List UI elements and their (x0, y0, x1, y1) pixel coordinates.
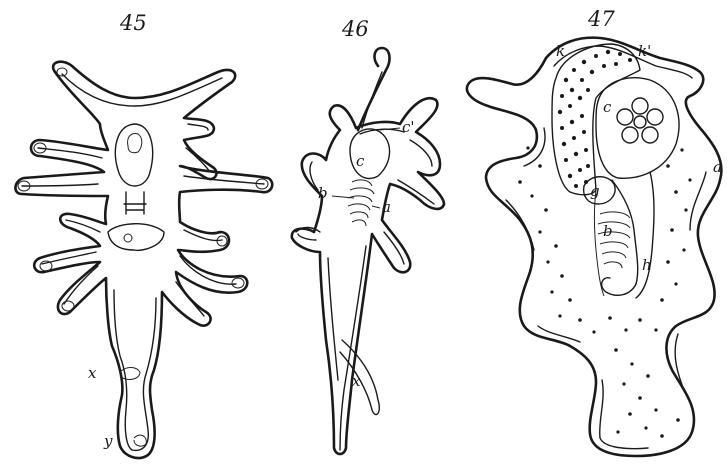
fig46-label-x: x (352, 372, 361, 390)
fig47-label-k-prime: k' (638, 42, 651, 60)
fig45-bud-y (134, 435, 146, 446)
fig47-body-granules (518, 146, 691, 437)
fig46-label-c: c (356, 152, 365, 170)
figure-number-47: 47 (587, 7, 615, 31)
fig46-label-a: a (382, 198, 391, 216)
fig47-label-h: h (642, 256, 652, 274)
fig46-inner-outline (298, 129, 434, 450)
fig47-rosette (617, 98, 663, 143)
fig45-inner-outline (22, 74, 264, 450)
figure-number-45: 45 (119, 11, 147, 35)
fig45-bud-x (120, 368, 140, 380)
fig45-neck (124, 192, 146, 214)
figure-46: 46 c' c b a x (292, 17, 444, 454)
figure-47: 47 (467, 7, 722, 456)
figure-number-46: 46 (341, 17, 369, 41)
fig46-coil (348, 180, 374, 226)
fig46-stalk (358, 48, 389, 130)
fig47-label-a: a (713, 158, 722, 176)
fig47-label-g: g (590, 182, 600, 200)
fig47-label-c: c (603, 98, 612, 116)
fig47-body-outline (467, 38, 722, 456)
fig47-label-k: k (556, 42, 565, 60)
fig46-pointer-a (372, 206, 380, 208)
fig45-lower-nucleus (124, 234, 132, 242)
fig46-label-b: b (318, 184, 328, 202)
fig46-body-outline (292, 98, 444, 454)
figure-45: 45 x y (15, 11, 272, 458)
fig45-stomach-core (128, 134, 142, 153)
fig45-label-y: y (103, 432, 113, 450)
fig46-label-c-prime: c' (402, 118, 415, 136)
fig45-label-x: x (88, 364, 97, 382)
fig47-label-b: b (603, 222, 613, 240)
fig45-lower-chamber (108, 224, 164, 251)
